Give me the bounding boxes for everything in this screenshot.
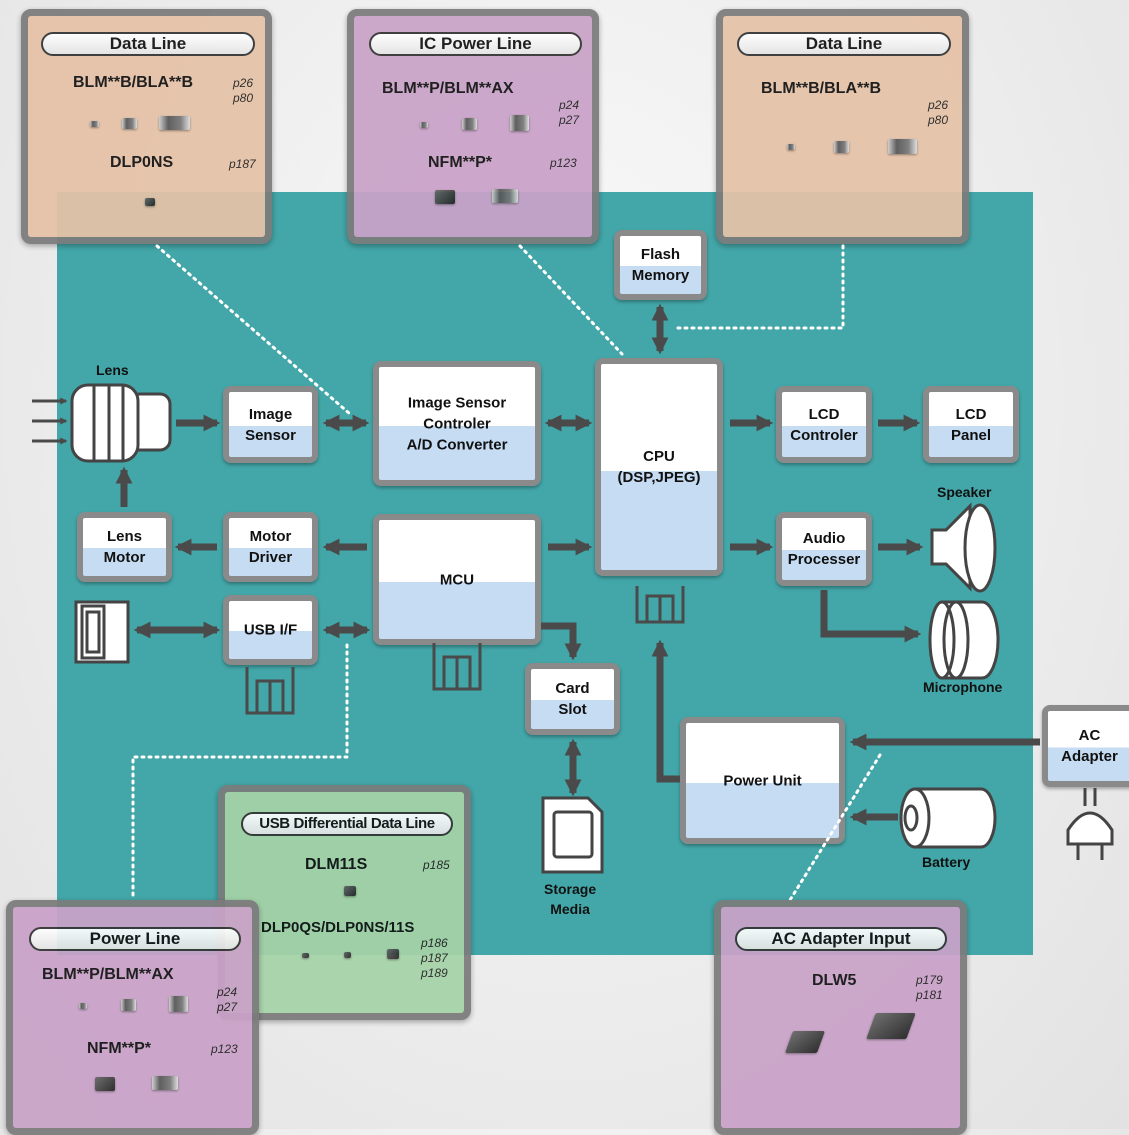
component-chip-small xyxy=(420,122,428,128)
lens-label: Lens xyxy=(96,362,129,378)
component-chip-filter xyxy=(492,189,518,203)
component-chip-medium xyxy=(462,118,477,130)
component-chip-small xyxy=(90,121,99,127)
panel-ac-adapter-input: AC Adapter Input DLW5 p179 p181 xyxy=(714,900,967,1135)
part-pages: p187 xyxy=(229,157,256,171)
battery-label: Battery xyxy=(922,854,971,870)
storage-media-icon xyxy=(541,796,604,874)
lens-motor-block: Lens Motor xyxy=(77,512,172,582)
part-pages: p123 xyxy=(550,156,577,170)
part-name: DLP0QS/DLP0NS/11S xyxy=(261,919,415,936)
flash-memory-block: Flash Memory xyxy=(614,230,707,300)
power-unit-block: Power Unit xyxy=(680,717,845,844)
component-chip-medium xyxy=(121,999,136,1011)
image-sensor-block: Image Sensor xyxy=(223,386,318,463)
microphone-icon xyxy=(928,600,1000,680)
speaker-icon xyxy=(930,502,997,593)
component-chip-small xyxy=(302,953,309,958)
part-name: BLM**P/BLM**AX xyxy=(382,80,514,97)
motor-driver-block: Motor Driver xyxy=(223,512,318,582)
panel-title: AC Adapter Input xyxy=(735,927,947,951)
lens-icon xyxy=(70,383,172,463)
part-name: DLM11S xyxy=(305,856,368,873)
component-chip-medium xyxy=(834,141,849,153)
ac-adapter-block: AC Adapter xyxy=(1042,705,1129,787)
part-name: BLM**B/BLA**B xyxy=(761,80,881,97)
leader-lines xyxy=(131,244,882,902)
audio-processor-block: Audio Processer xyxy=(776,512,872,586)
component-chip-large xyxy=(510,115,529,131)
usb-connector-icon xyxy=(74,600,130,664)
component-chip-large xyxy=(159,116,190,130)
part-pages: p186 p187 p189 xyxy=(421,936,448,980)
component-chip-large xyxy=(888,139,917,154)
battery-icon xyxy=(899,787,997,849)
part-pages: p26 p80 xyxy=(928,98,949,127)
microphone-label: Microphone xyxy=(923,679,1003,695)
part-pages: p24 p27 xyxy=(559,98,580,127)
component-chip-choke xyxy=(784,1031,826,1053)
cpu-block: CPU (DSP,JPEG) xyxy=(595,358,723,576)
part-name: BLM**P/BLM**AX xyxy=(42,966,174,983)
panel-data-line-left: Data Line BLM**B/BLA**B p26 p80 DLP0NS p… xyxy=(21,9,272,244)
component-chip-cmcc xyxy=(344,886,356,896)
component-chip-medium xyxy=(122,118,137,129)
part-name: NFM**P* xyxy=(428,154,493,171)
part-pages: p179 p181 xyxy=(916,973,943,1002)
part-pages: p24 p27 xyxy=(217,985,238,1014)
card-slot-block: Card Slot xyxy=(525,663,620,735)
part-pages: p185 xyxy=(423,858,450,872)
panel-ic-power-line: IC Power Line BLM**P/BLM**AX p24 p27 NFM… xyxy=(347,9,599,244)
part-name: DLP0NS xyxy=(110,154,174,171)
mcu-block: MCU xyxy=(373,514,541,645)
panel-title: IC Power Line xyxy=(369,32,582,56)
lcd-panel-block: LCD Panel xyxy=(923,386,1019,463)
image-sensor-controller-block: Image Sensor Controler A/D Converter xyxy=(373,361,541,486)
component-chip-large xyxy=(169,996,188,1012)
lcd-controller-block: LCD Controler xyxy=(776,386,872,463)
panel-data-line-right: Data Line BLM**B/BLA**B p26 p80 xyxy=(716,9,969,244)
panel-title: Power Line xyxy=(29,927,241,951)
part-pages: p26 p80 xyxy=(233,76,254,105)
part-name: NFM**P* xyxy=(87,1040,152,1057)
component-chip-array xyxy=(145,198,155,206)
usb-interface-block: USB I/F xyxy=(223,595,318,665)
component-chip-small xyxy=(344,952,351,958)
panel-title: Data Line xyxy=(737,32,951,56)
signal-arrows xyxy=(32,303,1040,826)
panel-title: Data Line xyxy=(41,32,255,56)
part-pages: p123 xyxy=(211,1042,238,1056)
speaker-label: Speaker xyxy=(937,484,992,500)
panel-title: USB Differential Data Line xyxy=(241,812,453,836)
component-chip-choke xyxy=(866,1013,916,1039)
component-chip-small xyxy=(79,1003,87,1009)
component-chip-small xyxy=(787,144,795,150)
part-name: DLW5 xyxy=(812,972,857,989)
ac-plug-icon xyxy=(1066,788,1114,860)
panel-usb-differential: USB Differential Data Line DLM11S p185 D… xyxy=(218,785,471,1020)
component-chip-filter xyxy=(435,190,455,204)
component-chip-filter xyxy=(95,1077,115,1091)
storage-media-label: Storage Media xyxy=(544,881,597,917)
filter-symbols xyxy=(245,586,685,715)
panel-power-line: Power Line BLM**P/BLM**AX p24 p27 NFM**P… xyxy=(6,900,259,1135)
component-chip-filter xyxy=(152,1076,178,1090)
component-chip-medium xyxy=(387,949,399,959)
part-name: BLM**B/BLA**B xyxy=(73,74,193,91)
